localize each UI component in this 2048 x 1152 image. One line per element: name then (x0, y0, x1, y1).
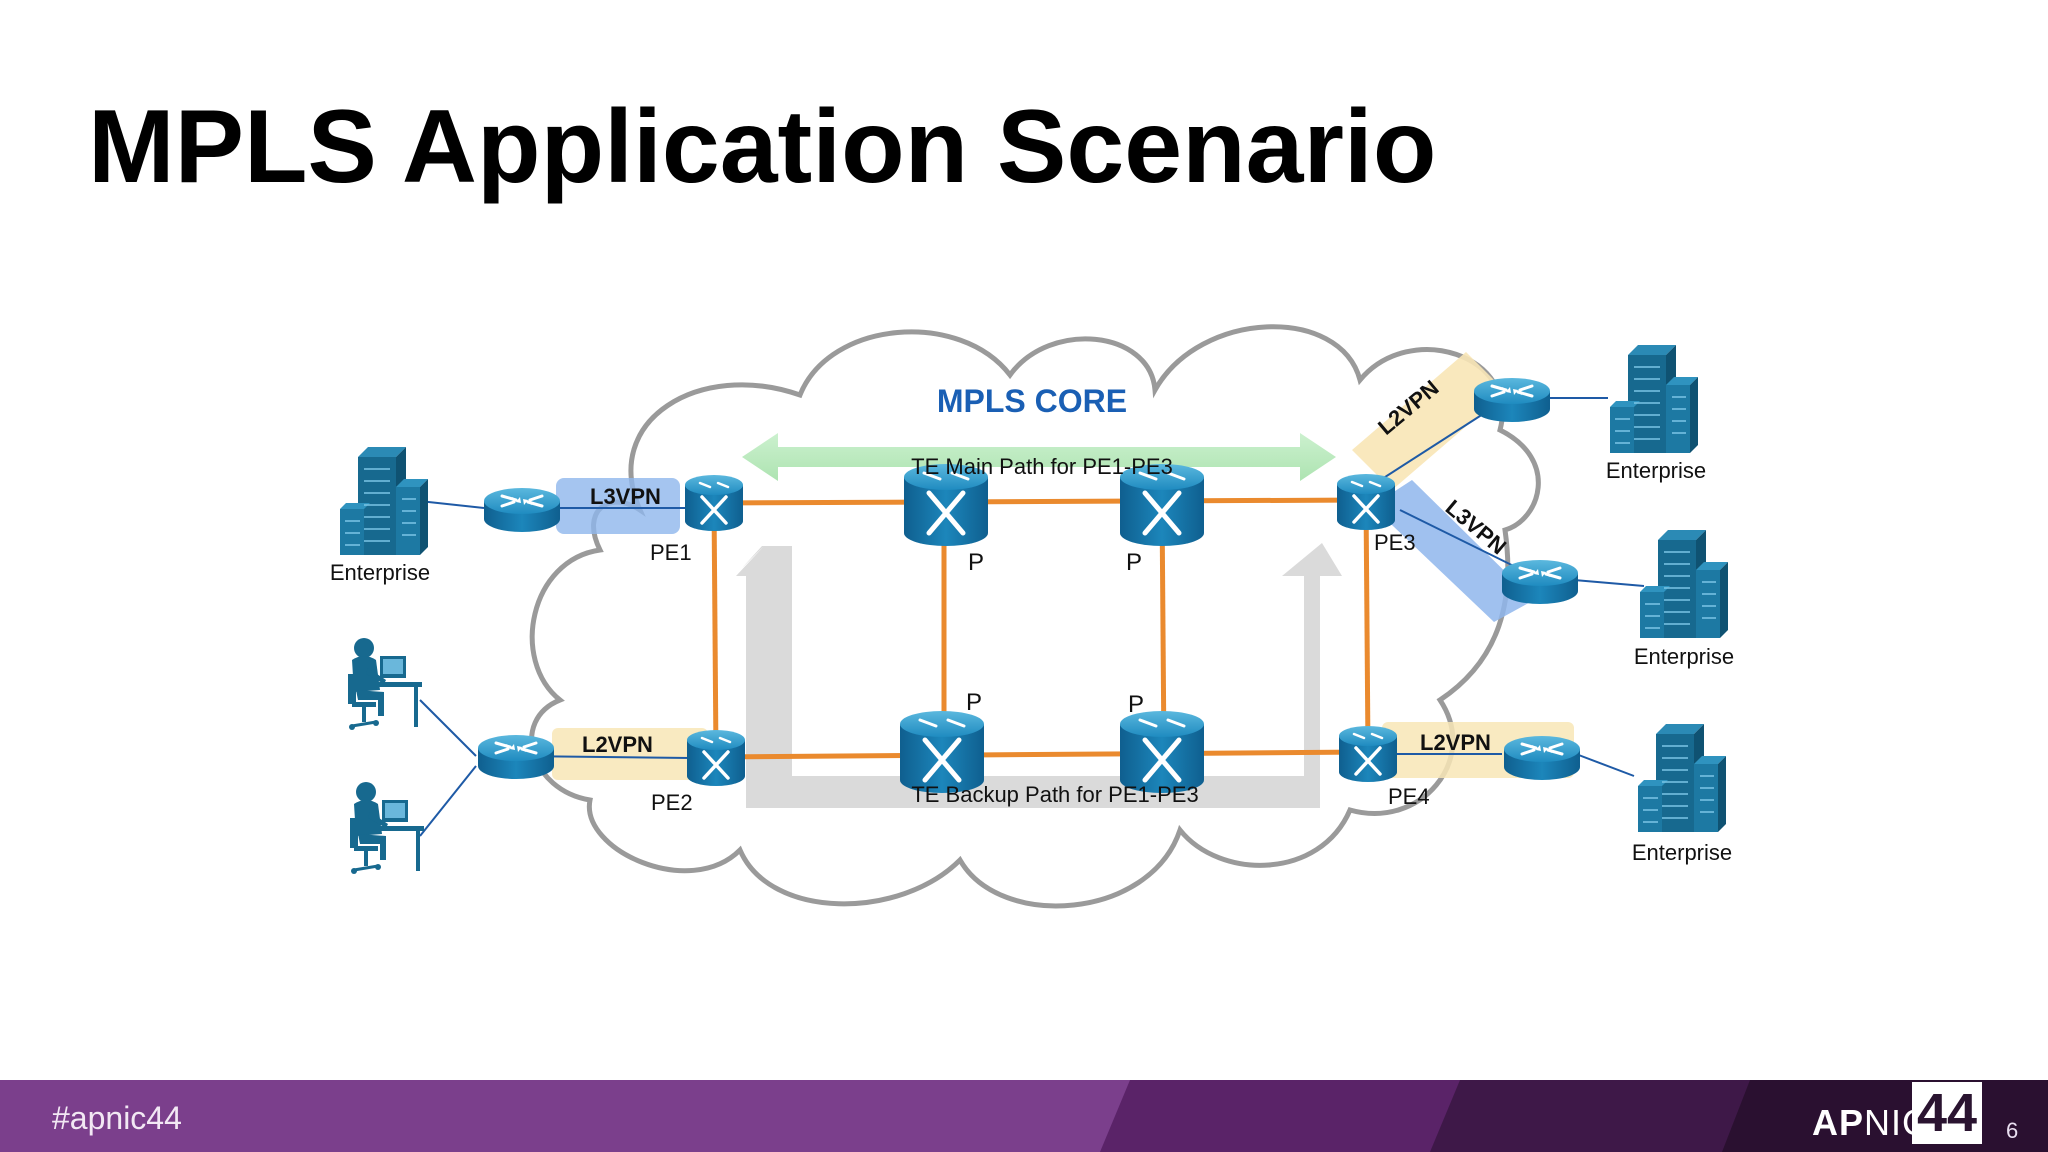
l3vpn-left-label: L3VPN (590, 484, 661, 509)
slide-number: 6 (2006, 1118, 2019, 1143)
apnic-44-badge: 44 (1912, 1082, 1982, 1144)
l2vpn-right-bottom-label: L2VPN (1420, 730, 1491, 755)
ce-router-right-bottom-icon (1502, 734, 1582, 782)
l2vpn-left-label: L2VPN (582, 732, 653, 757)
enterprise-building-icon (339, 446, 429, 556)
pe2-label: PE2 (651, 790, 693, 815)
apnic-logo-ap: AP (1812, 1102, 1865, 1143)
enterprise-building-icon (1639, 529, 1729, 639)
slide-title: MPLS Application Scenario (88, 89, 1437, 205)
p-bottom-right-switch-router-icon (1120, 711, 1204, 793)
pe4-switch-router-icon (1337, 724, 1399, 784)
p-bottom-right-label: P (1128, 691, 1144, 718)
ce-router-left-bottom-icon (476, 733, 556, 781)
enterprise-label-left: Enterprise (330, 560, 430, 585)
enterprise-label-right-top: Enterprise (1606, 458, 1706, 483)
footer-banner (0, 1080, 2048, 1152)
enterprise-building-icon (1637, 723, 1727, 833)
ce-router-right-top-icon (1472, 376, 1552, 424)
enterprise-label-right-bottom: Enterprise (1632, 840, 1732, 865)
p-top-left-label: P (968, 549, 984, 576)
ce-router-right-middle-icon (1500, 558, 1580, 606)
core-links (711, 497, 1371, 760)
p-bottom-left-switch-router-icon (900, 711, 984, 793)
enterprise-building-icon (1609, 344, 1699, 454)
mpls-core-label: MPLS CORE (937, 383, 1127, 419)
ce-router-left-top-icon (482, 486, 562, 534)
pe3-switch-router-icon (1335, 472, 1397, 532)
te-backup-path-label: TE Backup Path for PE1-PE3 (911, 782, 1198, 807)
te-main-path-label: TE Main Path for PE1-PE3 (911, 454, 1173, 479)
mpls-diagram: MPLS CORE TE Main Path for PE1-PE3 TE Ba… (330, 324, 1734, 909)
pe1-label: PE1 (650, 540, 692, 565)
footer-hashtag: #apnic44 (52, 1100, 182, 1136)
p-top-right-label: P (1126, 549, 1142, 576)
enterprise-label-right-middle: Enterprise (1634, 644, 1734, 669)
pe1-switch-router-icon (683, 473, 745, 533)
te-backup-path-arrow (736, 543, 1342, 808)
user-workstation-icon (346, 636, 424, 732)
te-main-path-arrow (742, 433, 1336, 481)
pe3-label: PE3 (1374, 530, 1416, 555)
user-workstation-icon (348, 780, 426, 876)
pe2-switch-router-icon (685, 728, 747, 788)
p-bottom-left-label: P (966, 689, 982, 716)
pe4-label: PE4 (1388, 784, 1430, 809)
